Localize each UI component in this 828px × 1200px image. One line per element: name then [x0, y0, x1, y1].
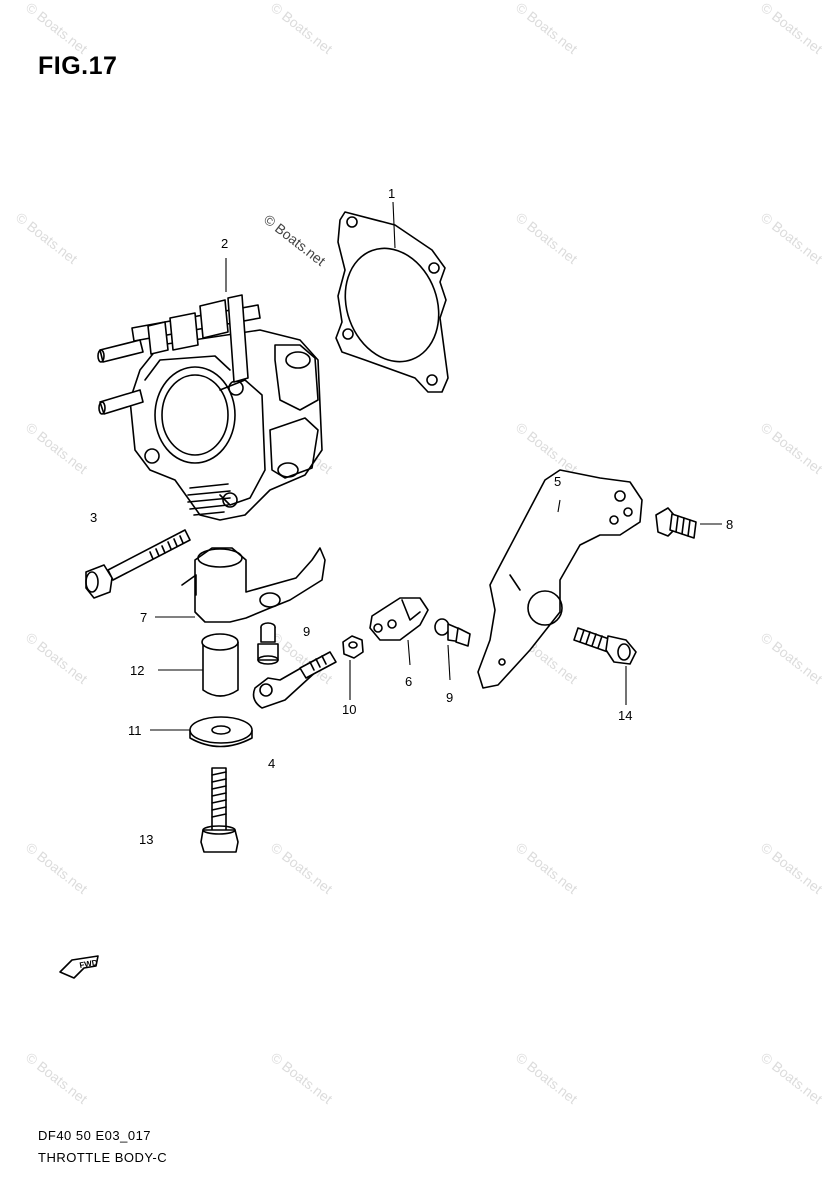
- callout-1: 1: [388, 186, 396, 201]
- callout-5: 5: [554, 474, 562, 489]
- part-2-throttle-body: [97, 294, 323, 521]
- callout-3: 3: [90, 510, 98, 525]
- callout-8: 8: [726, 517, 734, 532]
- callout-12: 12: [130, 663, 145, 678]
- callout-2: 2: [221, 236, 229, 251]
- part-11-washer: [189, 716, 253, 748]
- svg-text:FWD: FWD: [79, 958, 99, 970]
- figure-caption: THROTTLE BODY-C: [38, 1150, 168, 1165]
- part-12-collar: [201, 633, 239, 697]
- part-6-joint: [369, 597, 429, 641]
- part-9-ball-stud-left: [257, 622, 279, 665]
- part-13-bolt: [200, 767, 239, 853]
- callout-11: 11: [128, 723, 142, 738]
- leader-lines: [150, 201, 722, 731]
- part-1-gasket: [335, 211, 449, 393]
- part-4-rod: [252, 651, 337, 709]
- figure-code: DF40 50 E03_017: [38, 1128, 152, 1143]
- part-9-ball-stud-right: [434, 618, 471, 647]
- part-14-bolt: [573, 627, 637, 665]
- part-8-bolt: [655, 507, 697, 539]
- callout-14: 14: [618, 708, 633, 723]
- callout-10: 10: [342, 702, 357, 717]
- callout-7: 7: [140, 610, 148, 625]
- part-3-long-bolt: [85, 529, 191, 599]
- part-7-lever: [181, 547, 326, 623]
- callout-13: 13: [139, 832, 154, 847]
- callout-9-left: 9: [303, 624, 311, 639]
- figure-title: FIG.17: [38, 52, 118, 80]
- part-10-nut: [342, 635, 364, 659]
- part-5-bracket: [477, 469, 643, 689]
- callout-4: 4: [268, 756, 276, 771]
- forward-arrow-icon: FWD: [59, 955, 99, 979]
- callout-9-right: 9: [446, 690, 454, 705]
- callout-6: 6: [405, 674, 413, 689]
